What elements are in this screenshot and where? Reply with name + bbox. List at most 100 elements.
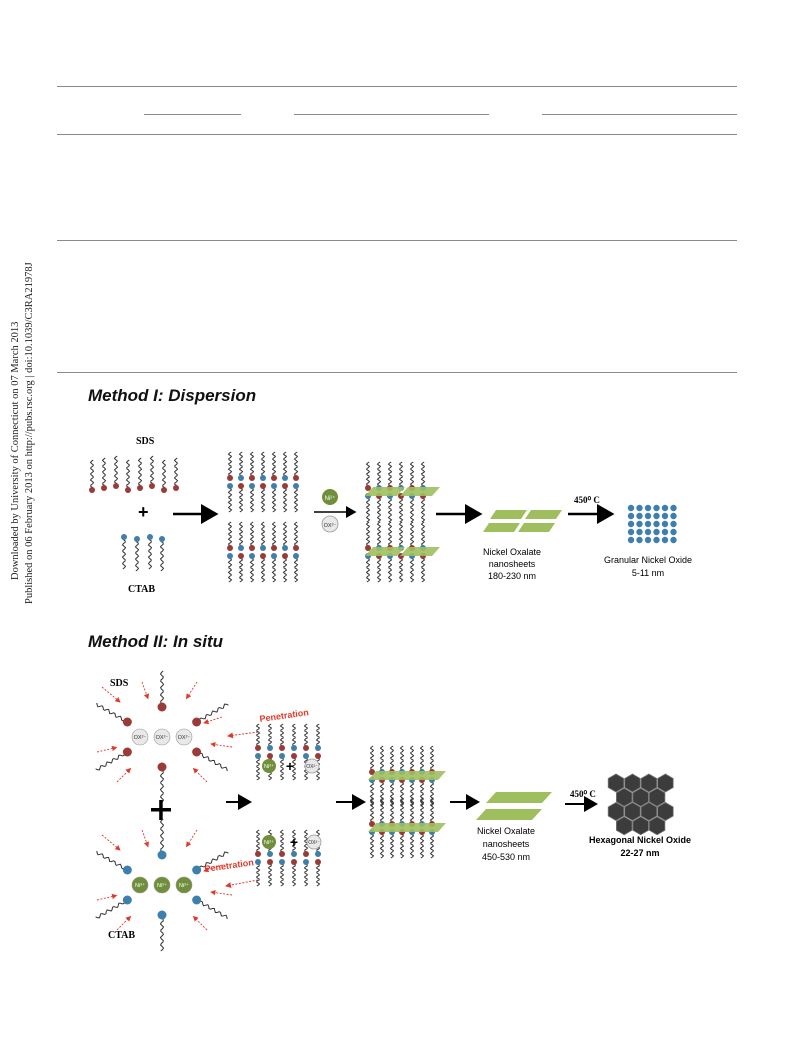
nio-hexagon bbox=[640, 802, 658, 821]
m2-ctab-surf-head bbox=[192, 865, 202, 875]
m1-sds-label: SDS bbox=[136, 436, 155, 447]
m2-mic-top-down-head bbox=[303, 753, 309, 759]
m2-ctab-ion-label: Ni²⁺ bbox=[179, 882, 189, 889]
nio-grain bbox=[627, 520, 635, 528]
m2-ctab-arrow bbox=[210, 889, 233, 896]
m1-mic-top-up-tail bbox=[227, 451, 233, 479]
m2-ctab-ion-label: Ni²⁺ bbox=[135, 882, 145, 889]
m1-ctab-head bbox=[159, 536, 165, 542]
m1-lay-bot-down-tail bbox=[387, 555, 393, 583]
m1-mic-bot-up-head bbox=[271, 545, 277, 551]
m2-mic-top-down-head bbox=[291, 753, 297, 759]
m2-penetration-2: Penetration bbox=[204, 857, 254, 874]
nio-hexagon bbox=[624, 802, 641, 821]
m2-sds-surf-tail bbox=[196, 703, 229, 724]
nio-hexagon bbox=[632, 816, 649, 836]
m1-ctab-head bbox=[134, 536, 140, 542]
m2-sds-ion-label: OX²⁻ bbox=[134, 735, 147, 741]
nio-grain bbox=[661, 520, 669, 528]
m2-sds-ion bbox=[175, 728, 193, 746]
m2-ctab-arrow bbox=[186, 829, 198, 848]
m1-lay-bot-down-tail bbox=[376, 555, 382, 583]
m2-ctab-surf-tail bbox=[196, 899, 228, 920]
m2-ctab-arrow bbox=[141, 829, 149, 848]
table-top-rule bbox=[57, 86, 737, 87]
m1-mic-bot-down-tail bbox=[293, 555, 299, 583]
m1-ctab-tail bbox=[121, 536, 127, 570]
m2-ctab-surf-tail bbox=[95, 898, 128, 919]
m1-lay-bot-down-tail bbox=[409, 555, 415, 583]
m1-sds-tail bbox=[161, 459, 167, 491]
m1-sds-head bbox=[149, 483, 155, 489]
m1-lay-bot-up-tail bbox=[387, 521, 393, 549]
table-header-rule bbox=[57, 134, 737, 135]
m1-mic-bot-up-tail bbox=[238, 521, 244, 549]
m2-lay-top-down-tail bbox=[379, 779, 385, 807]
m1-mic-top-up-tail bbox=[293, 451, 299, 479]
m1-mic-top-up-head bbox=[238, 475, 244, 481]
m1-mic-bot-down-head bbox=[282, 553, 288, 559]
m2-sds-arrow bbox=[186, 681, 198, 700]
m2-lay-bot-down-tail bbox=[419, 831, 425, 859]
m1-lay-top-up-head bbox=[365, 485, 371, 491]
nio-grain bbox=[661, 512, 669, 520]
m1-lay-bot-up-tail bbox=[365, 521, 371, 549]
nio-hexagon bbox=[657, 773, 674, 793]
m2-ctab-surf-head bbox=[157, 910, 167, 920]
m1-product2-line1: Granular Nickel Oxide bbox=[604, 555, 692, 565]
nio-grain bbox=[670, 536, 677, 544]
m1-sds-tail bbox=[125, 459, 131, 491]
m2-oxalate-nanosheets bbox=[476, 792, 552, 820]
m1-product1-line3: 180-230 nm bbox=[488, 571, 536, 581]
m2-sds-arrow bbox=[192, 767, 208, 783]
m2-lay-top-up-head bbox=[369, 769, 375, 775]
m2-sds-ion bbox=[131, 728, 149, 746]
m1-sds-tail bbox=[101, 457, 107, 489]
m2-ctab-arrow bbox=[96, 893, 118, 901]
m1-mic-top-up-head bbox=[260, 475, 266, 481]
table-subrule-1 bbox=[144, 114, 241, 115]
m2-plus-upper: + bbox=[286, 758, 294, 774]
m2-mic-bot-up-head bbox=[279, 851, 285, 857]
m1-lay-bot-down-tail bbox=[398, 555, 404, 583]
m2-mic-top-down-head bbox=[315, 753, 321, 759]
m2-layered-oxalate bbox=[368, 745, 446, 859]
m2-mic-bot-up-head bbox=[303, 851, 309, 857]
m1-mic-top-up-tail bbox=[238, 451, 244, 479]
m1-mic-bot-up-head bbox=[238, 545, 244, 551]
m1-lay-top-down-tail bbox=[376, 495, 382, 523]
m1-mixed-micelle bbox=[227, 451, 299, 583]
table-subrule-3 bbox=[542, 114, 737, 115]
m2-ctab-surf-head bbox=[122, 865, 132, 875]
m2-lay-bot-down-tail bbox=[379, 831, 385, 859]
m2-mixed-micelle bbox=[255, 723, 321, 887]
m2-mic-bot-up-tail bbox=[255, 829, 261, 855]
nio-grain bbox=[644, 512, 652, 520]
nio-grain bbox=[636, 520, 643, 528]
m1-lay-bot-up-tail bbox=[420, 521, 426, 549]
m2-mic-top-up-tail bbox=[291, 723, 297, 749]
m2-product1-line1: Nickel Oxalate bbox=[477, 826, 535, 836]
m1-sheet-b bbox=[400, 487, 440, 496]
m1-lay-top-down-tail bbox=[387, 495, 393, 523]
m1-mic-top-up-head bbox=[227, 475, 233, 481]
m2-lay-top-down-tail bbox=[429, 779, 435, 807]
m2-ni-label-upper: Ni²⁺ bbox=[264, 763, 274, 770]
m2-temperature: 450⁰ C bbox=[570, 789, 596, 799]
m1-mic-bot-down-tail bbox=[227, 555, 233, 583]
m2-mic-bot-up-tail bbox=[279, 829, 285, 855]
m1-lay-top-down-tail bbox=[409, 495, 415, 523]
m2-lay-bot-up-tail bbox=[399, 797, 405, 825]
m1-mic-top-down-tail bbox=[282, 485, 288, 513]
m2-mic-bot-down-head bbox=[315, 859, 321, 865]
m2-mic-bot-down-head bbox=[267, 859, 273, 865]
m2-mic-top-up-tail bbox=[279, 723, 285, 749]
nio-hexagon bbox=[616, 787, 633, 807]
m2-ctab-ion bbox=[131, 876, 149, 894]
m1-sds-head bbox=[161, 487, 167, 493]
m2-penetration-1: Penetration bbox=[259, 707, 309, 724]
m2-mic-bot-down-tail bbox=[279, 861, 285, 887]
m1-sds-head bbox=[113, 483, 119, 489]
m2-sds-arrow bbox=[116, 767, 132, 783]
m1-ni-ion bbox=[322, 489, 338, 505]
